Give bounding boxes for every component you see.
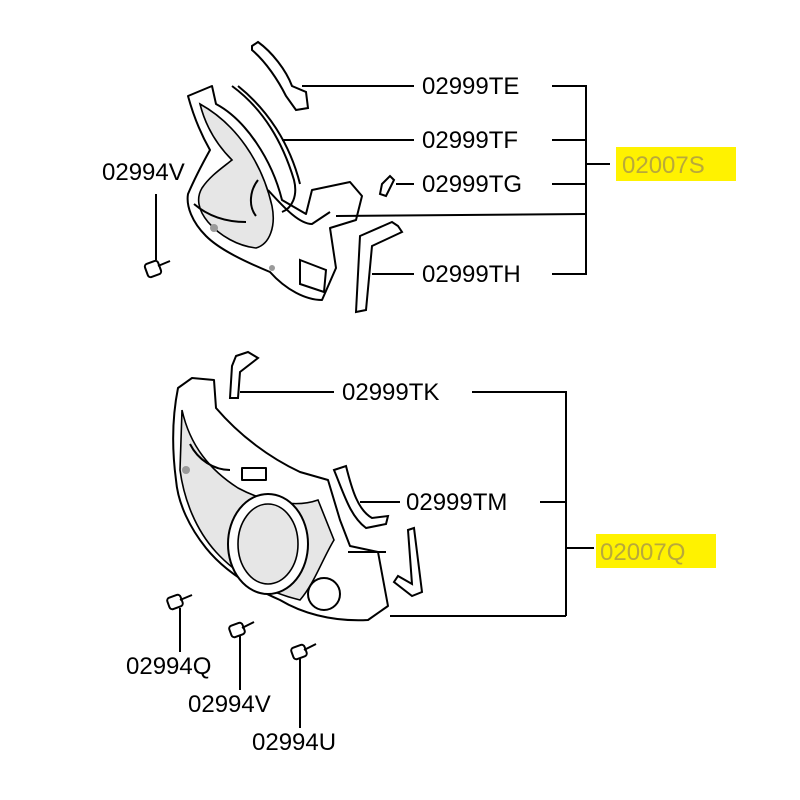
label-bolt-upper: 02994V	[102, 159, 185, 186]
seal-tf-lower	[267, 189, 331, 226]
label-te: 02999TE	[422, 73, 519, 100]
seal-th	[354, 220, 404, 314]
highlight-02007q	[596, 534, 716, 568]
label-bolt-q: 02994Q	[126, 653, 211, 680]
label-bolt-v: 02994V	[188, 691, 271, 718]
lower-cover-assembly: 02999TK 02999TM 02994Q 02994V 02994U 020…	[126, 350, 716, 756]
seal-te	[251, 40, 310, 112]
label-assembly-02007s[interactable]: 02007S	[622, 152, 705, 179]
upper-cover-rib	[250, 179, 259, 217]
lower-cover-hole	[182, 466, 190, 474]
crank-opening-inner	[237, 503, 299, 585]
label-assembly-02007q[interactable]: 02007Q	[600, 539, 685, 566]
lower-bolt-v	[228, 621, 255, 639]
seal-wire	[392, 526, 424, 598]
label-bolt-u: 02994U	[252, 729, 336, 756]
label-tg: 02999TG	[422, 171, 522, 198]
upper-cover-edge	[193, 203, 247, 223]
lower-cover-tab	[241, 467, 267, 481]
leader-tg-extra	[335, 213, 587, 217]
upper-bolt	[143, 259, 171, 279]
clip-tg	[378, 174, 396, 198]
highlight-02007s	[616, 147, 736, 181]
lower-cover-slot	[189, 443, 231, 471]
upper-cover-assembly: 02999TE 02999TF 02999TG 02999TH 02994V 0…	[102, 40, 736, 314]
label-th: 02999TH	[422, 261, 521, 288]
lower-cover-boss	[307, 577, 341, 611]
label-tk: 02999TK	[342, 379, 439, 406]
upper-cover-bolt-hole	[210, 224, 218, 232]
upper-cover-bolt-hole-2	[269, 265, 275, 271]
clip-tk	[228, 350, 260, 399]
seal-tm	[332, 464, 390, 530]
lower-bolt-u	[290, 643, 317, 661]
seal-tf	[231, 85, 301, 213]
bracket-lower	[472, 391, 594, 616]
upper-cover-bracket	[299, 258, 328, 294]
label-tm: 02999TM	[406, 489, 507, 516]
label-tf: 02999TF	[422, 127, 518, 154]
bracket-upper	[552, 85, 610, 275]
lower-bolt-q	[166, 593, 193, 611]
